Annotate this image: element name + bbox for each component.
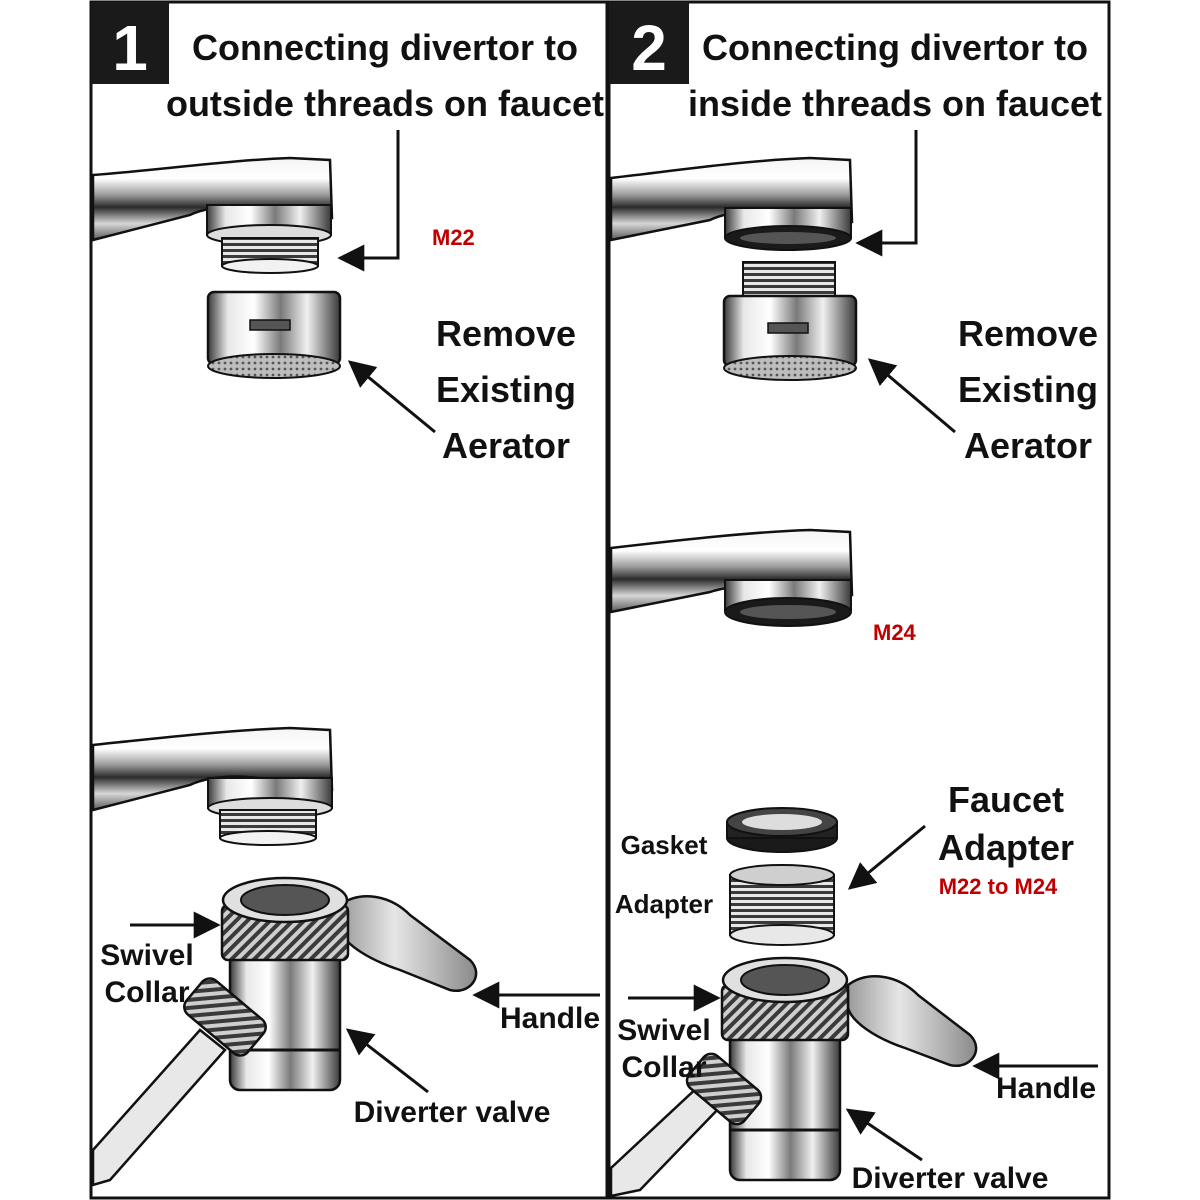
diverter-valve-icon [91,876,478,1187]
aerator-callout-arrow [347,360,436,434]
swivel-collar-line-1: Swivel [100,939,193,972]
gasket-icon [726,807,838,853]
panel-1-frame [89,0,609,1200]
diverter-valve-icon [609,956,978,1198]
remove-aerator-line-3: Aerator [442,425,570,466]
step-2-badge [609,2,689,84]
thread-callout-arrow [337,130,400,272]
remove-aerator-line-2: Existing [958,369,1098,410]
diverter-callout-arrow [845,1108,923,1162]
panel-1-title-line-1: Connecting divertor to [192,27,578,68]
handle-label: Handle [996,1072,1096,1105]
gasket-label: Gasket [621,830,708,860]
thread-size-m22: M22 [432,225,475,250]
step-2-number: 2 [631,12,667,84]
swivel-collar-line-1: Swivel [617,1014,710,1047]
faucet-adapter-title-line-1: Faucet [948,779,1064,820]
thread-size-m24: M24 [873,620,917,645]
step-1-badge [91,2,169,84]
remove-aerator-line-3: Aerator [964,425,1092,466]
remove-aerator-line-1: Remove [436,313,576,354]
outside-threads-icon [221,237,319,274]
faucet-spout-icon [91,156,334,246]
faucet-adapter-title-line-2: Adapter [938,827,1074,868]
adapter-size-label: M22 to M24 [939,874,1058,899]
panel-2-frame [607,0,1111,1200]
panel-1-title-line-2: outside threads on faucet [166,83,604,124]
adapter-icon [729,864,835,946]
remove-aerator-line-1: Remove [958,313,1098,354]
aerator-callout-arrow [867,358,956,434]
adapter-label: Adapter [615,889,713,919]
faucet-spout-icon [609,156,854,251]
panel-2-title-line-1: Connecting divertor to [702,27,1088,68]
faucet-spout-middle-icon [609,528,854,627]
remove-aerator-line-2: Existing [436,369,576,410]
swivel-collar-line-2: Collar [621,1051,706,1084]
swivel-collar-line-2: Collar [104,976,189,1009]
handle-label: Handle [500,1002,600,1035]
diverter-callout-arrow [345,1028,429,1094]
thread-callout-arrow [855,130,918,257]
aerator-icon [722,261,858,381]
diverter-valve-label: Diverter valve [354,1096,551,1129]
panel-2-title-line-2: inside threads on faucet [688,83,1102,124]
step-1-number: 1 [112,12,148,84]
diverter-valve-label: Diverter valve [852,1162,1049,1195]
adapter-callout-arrow [847,824,926,890]
faucet-spout-lower-icon [91,726,334,846]
aerator-icon [206,290,342,379]
